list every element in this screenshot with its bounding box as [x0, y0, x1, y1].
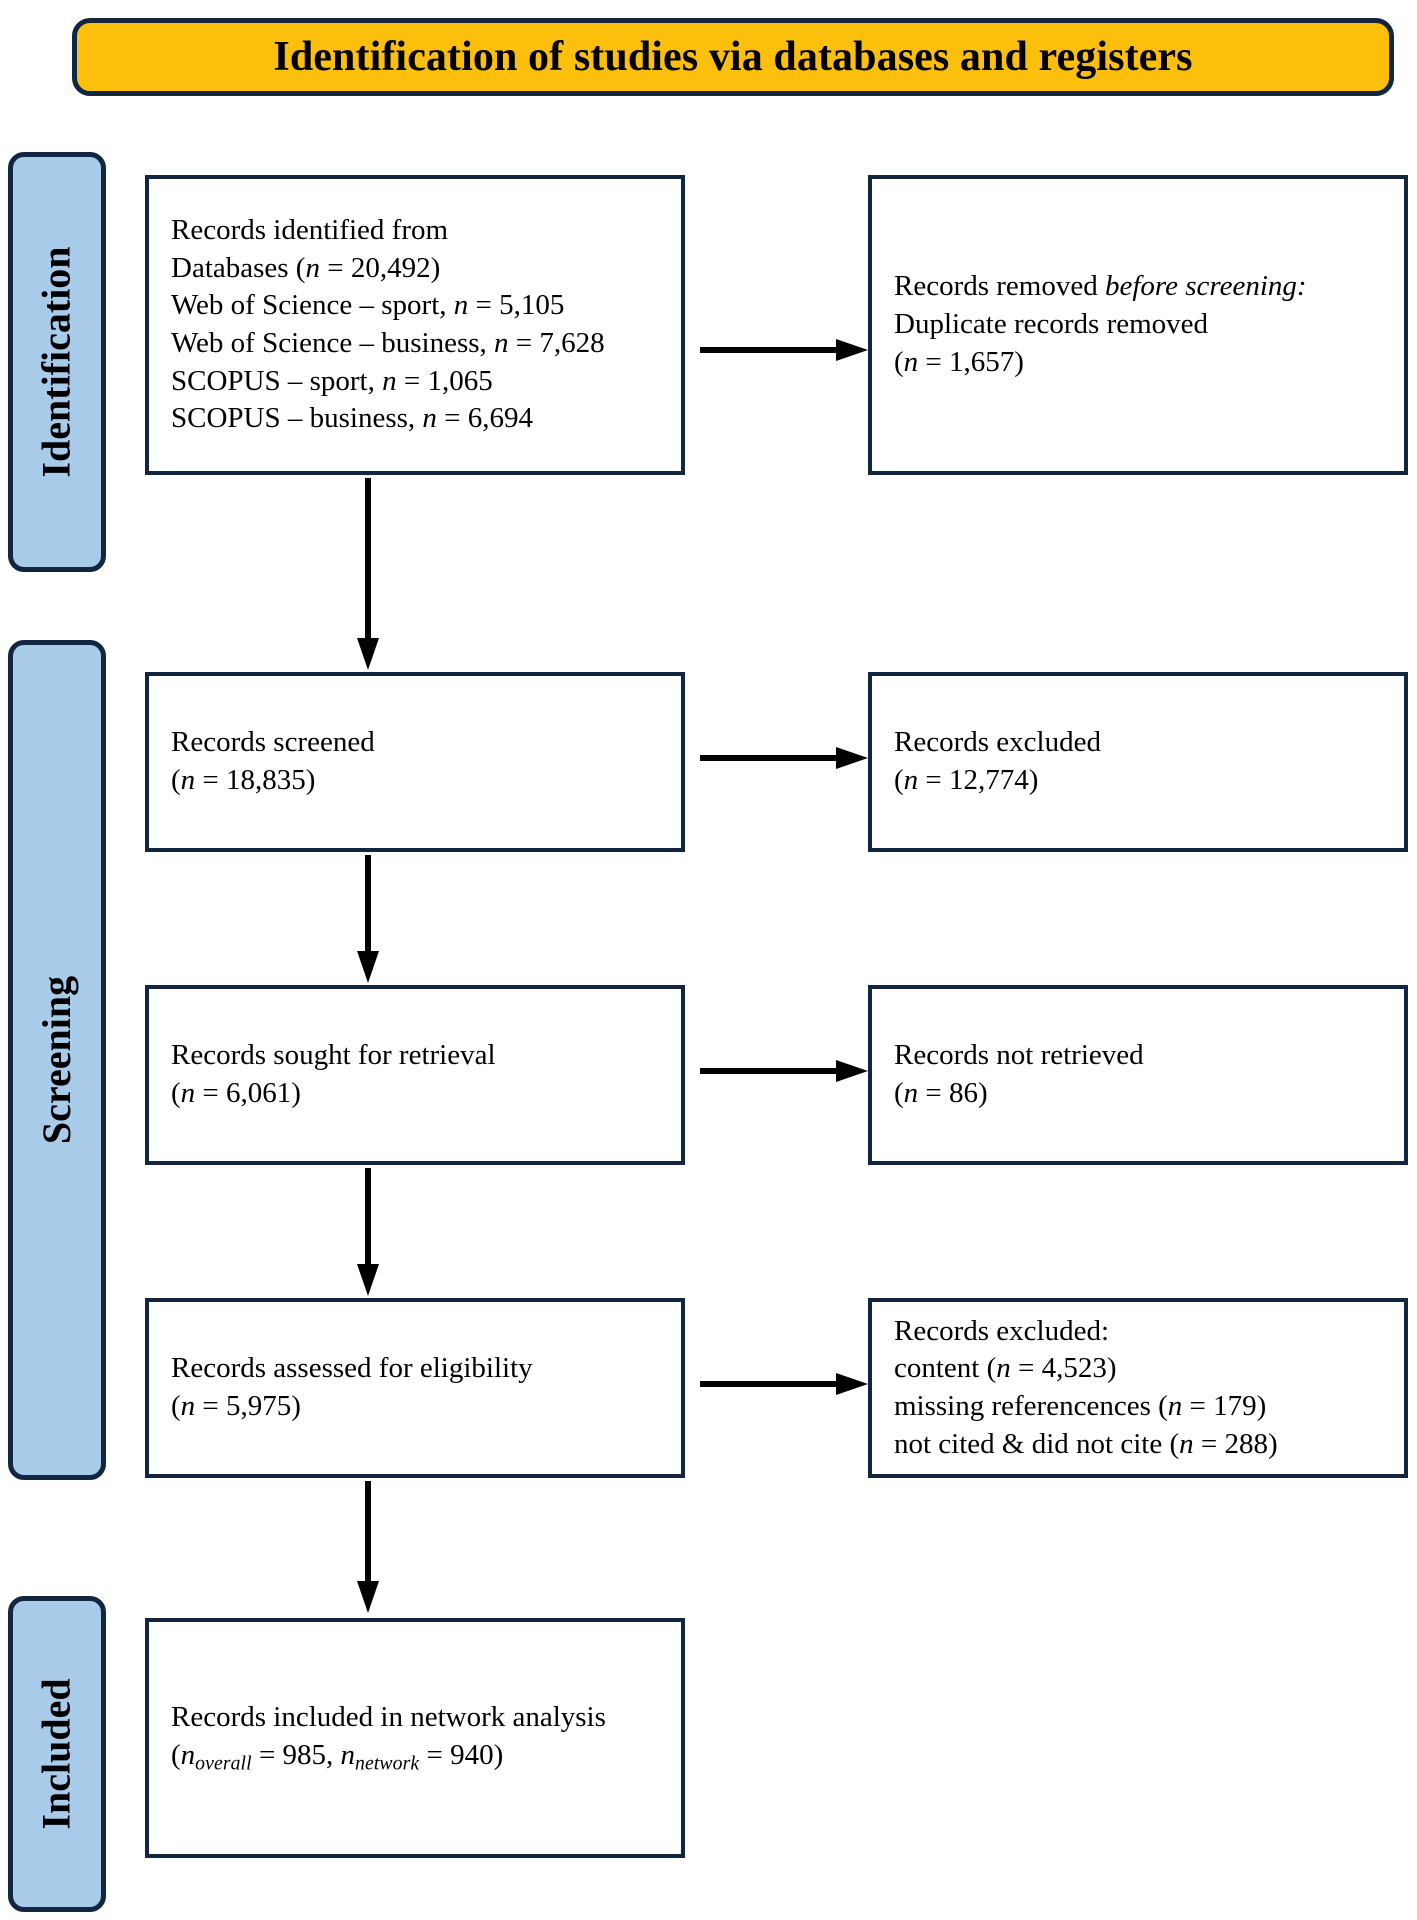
- stage-rail-identification: Identification: [8, 152, 106, 572]
- stage-rail-label-identification: Identification: [34, 246, 79, 478]
- box-records-screened: Records screened (n = 18,835): [145, 672, 685, 852]
- line-records-screened-count: (n = 18,835): [171, 764, 316, 796]
- box-records-excluded-eligibility: Records excluded: content (n = 4,523) mi…: [868, 1298, 1408, 1478]
- line-records-included-counts: (noverall = 985, nnetwork = 940): [171, 1738, 504, 1775]
- line-records-excluded-heading: Records excluded:: [894, 1314, 1110, 1347]
- line-records-assessed-for-eligibility: Records assessed for eligibility: [171, 1352, 533, 1385]
- line-excluded-not-cited: not cited & did not cite (n = 288): [894, 1427, 1278, 1460]
- line-excluded-missing-references: missing referencences (n = 179): [894, 1390, 1267, 1422]
- line-records-screened: Records screened: [171, 726, 375, 759]
- stage-rail-label-included: Included: [34, 1678, 80, 1830]
- arrow-identified-to-removed: [700, 337, 868, 363]
- box-records-sought: Records sought for retrieval (n = 6,061): [145, 985, 685, 1165]
- line-scopus-sport: SCOPUS – sport, n = 1,065: [171, 364, 493, 397]
- box-records-assessed: Records assessed for eligibility (n = 5,…: [145, 1298, 685, 1478]
- box-records-removed: Records removed before screening: Duplic…: [868, 175, 1408, 475]
- line-excluded-content: content (n = 4,523): [894, 1352, 1117, 1385]
- stage-rail-included: Included: [8, 1596, 106, 1912]
- line-databases-total: Databases (n = 20,492): [171, 251, 441, 284]
- line-records-sought-for-retrieval: Records sought for retrieval: [171, 1039, 496, 1072]
- line-records-sought-count: (n = 6,061): [171, 1077, 301, 1109]
- line-records-removed-before-screening: Records removed before screening:: [894, 270, 1307, 303]
- line-scopus-business: SCOPUS – business, n = 6,694: [171, 402, 534, 435]
- arrow-assessed-to-included: [355, 1481, 381, 1613]
- arrow-sought-to-not-retrieved: [700, 1058, 868, 1084]
- line-wos-sport: Web of Science – sport, n = 5,105: [171, 289, 565, 322]
- line-records-not-retrieved: Records not retrieved: [894, 1039, 1144, 1072]
- line-wos-business: Web of Science – business, n = 7,628: [171, 327, 605, 359]
- line-records-assessed-count: (n = 5,975): [171, 1390, 301, 1422]
- arrow-identified-to-screened: [355, 478, 381, 670]
- arrow-screened-to-excluded: [700, 745, 868, 771]
- box-records-identified: Records identified from Databases (n = 2…: [145, 175, 685, 475]
- stage-rail-label-screening: Screening: [34, 975, 79, 1145]
- line-duplicates-count: (n = 1,657): [894, 345, 1024, 378]
- line-records-included-in-network-analysis: Records included in network analysis: [171, 1701, 606, 1734]
- arrow-sought-to-assessed: [355, 1168, 381, 1296]
- page-title: Identification of studies via databases …: [273, 34, 1193, 80]
- line-records-identified-from: Records identified from: [171, 213, 449, 246]
- arrow-screened-to-sought: [355, 855, 381, 983]
- arrow-assessed-to-excluded: [700, 1371, 868, 1397]
- line-duplicate-records-removed: Duplicate records removed: [894, 308, 1209, 341]
- box-records-not-retrieved: Records not retrieved (n = 86): [868, 985, 1408, 1165]
- line-records-not-retrieved-count: (n = 86): [894, 1077, 988, 1109]
- line-records-excluded: Records excluded: [894, 726, 1101, 759]
- box-records-excluded-screening: Records excluded (n = 12,774): [868, 672, 1408, 852]
- stage-rail-screening: Screening: [8, 640, 106, 1480]
- box-records-included: Records included in network analysis (no…: [145, 1618, 685, 1858]
- line-records-excluded-count: (n = 12,774): [894, 764, 1039, 796]
- diagram-header-banner: Identification of studies via databases …: [72, 18, 1394, 96]
